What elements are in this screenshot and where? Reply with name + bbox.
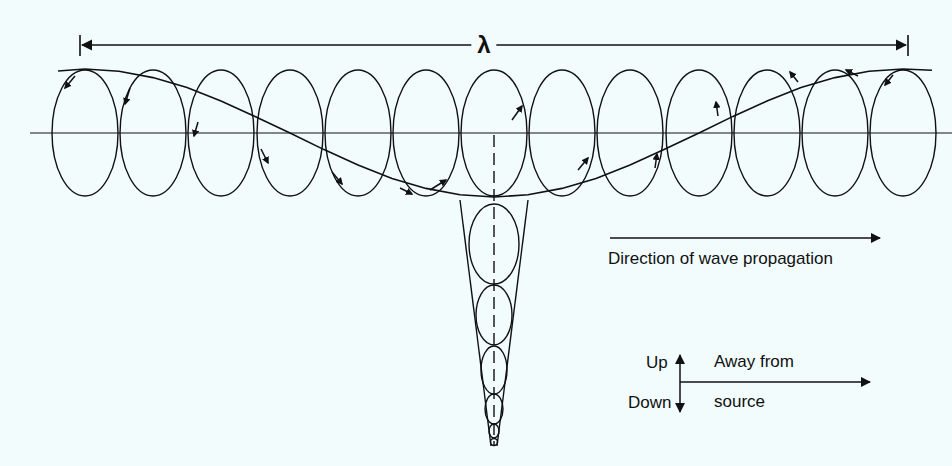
motion-arrow	[430, 180, 446, 190]
dimension-tick	[79, 35, 81, 56]
motion-arrow	[716, 102, 718, 116]
depth-axis	[493, 135, 494, 446]
motion-arrow	[125, 88, 130, 104]
depth-orbit	[491, 439, 498, 446]
orbit-ellipse	[802, 70, 868, 196]
direction-label: Up	[646, 352, 668, 373]
motion-arrow	[65, 76, 75, 88]
depth-orbit	[476, 285, 512, 345]
propagation-arrow	[610, 237, 880, 239]
away-arrow	[680, 381, 870, 383]
decay-envelope	[460, 200, 491, 446]
orbit-ellipse	[870, 70, 936, 196]
direction-label: Down	[628, 392, 671, 413]
motion-arrow	[332, 172, 342, 184]
direction-label: Away from source	[714, 342, 809, 422]
motion-arrow	[655, 154, 657, 168]
motion-arrow	[400, 188, 412, 194]
depth-orbit	[489, 424, 499, 438]
depth-orbit	[481, 346, 507, 394]
motion-arrow	[846, 70, 858, 76]
wave-curve	[58, 69, 932, 197]
wavelength-symbol: λ	[471, 32, 496, 58]
motion-arrow	[512, 106, 522, 120]
motion-arrow	[885, 75, 893, 85]
orbit-ellipse	[529, 70, 595, 196]
orbit-ellipse	[120, 70, 186, 196]
motion-arrow	[790, 72, 798, 82]
depth-orbit	[469, 204, 519, 284]
motion-arrows	[65, 70, 893, 194]
down-arrow	[679, 382, 681, 412]
orbit-ellipse	[188, 70, 254, 196]
dimension-tick	[907, 35, 909, 56]
orbit-ellipse	[393, 70, 459, 196]
orbit-ellipse	[734, 70, 800, 196]
motion-arrow	[578, 158, 588, 170]
orbit-ellipse	[325, 70, 391, 196]
motion-arrow	[194, 122, 198, 136]
depth-orbit	[485, 394, 503, 424]
depth-decay	[460, 135, 528, 446]
orbit-ellipse	[597, 70, 663, 196]
up-arrow	[679, 355, 681, 382]
unused-guide	[58, 72, 221, 103]
decay-envelope	[497, 200, 528, 446]
direction-label: Direction of wave propagation	[608, 248, 833, 269]
motion-arrow	[261, 149, 268, 163]
axis-line	[30, 132, 952, 133]
orbit-ellipse	[52, 70, 118, 196]
